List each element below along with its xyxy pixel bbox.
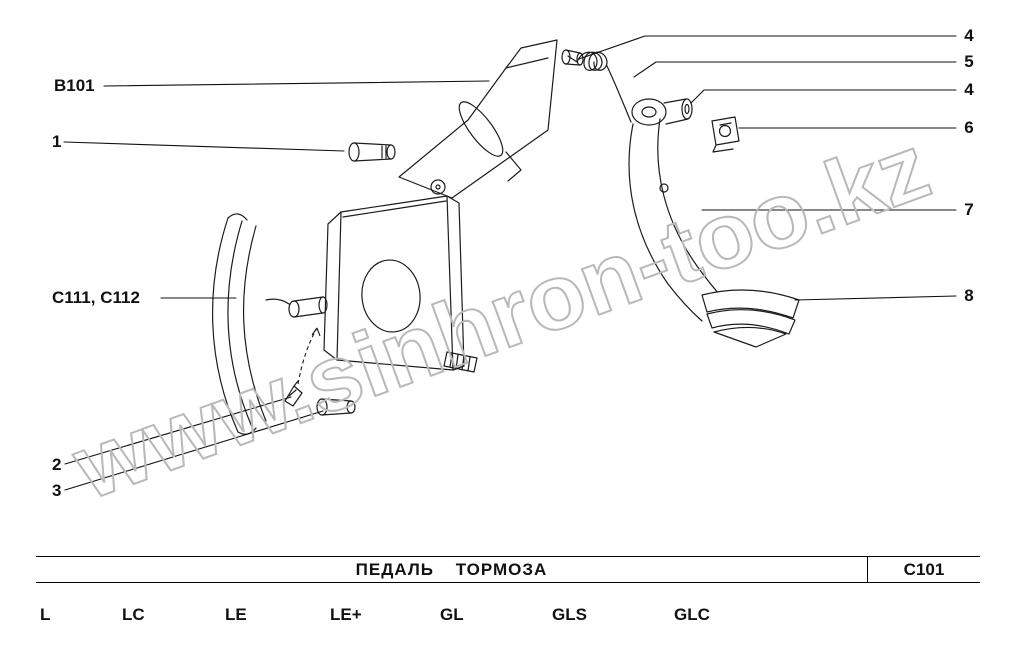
watermark: www.sinhron-too.kz bbox=[60, 115, 942, 519]
leader-lines bbox=[63, 35, 957, 491]
callout-label-c111-c112: C111, C112 bbox=[52, 288, 140, 307]
callout-label-6: 6 bbox=[964, 118, 974, 137]
callout-label-2: 2 bbox=[52, 455, 62, 474]
boot-c111-c112 bbox=[211, 213, 290, 435]
pin-3 bbox=[316, 398, 356, 416]
callout-label-1: 1 bbox=[52, 132, 62, 151]
clip-nut-6 bbox=[711, 116, 740, 153]
diagram-code: C101 bbox=[867, 557, 980, 582]
callout-label-3: 3 bbox=[52, 481, 62, 500]
pedal-pad-8 bbox=[701, 289, 800, 348]
trim-le-plus: LE+ bbox=[330, 605, 362, 624]
callout-label-b101: B101 bbox=[54, 76, 95, 95]
callout-label-4b: 4 bbox=[964, 80, 974, 99]
trim-glc: GLC bbox=[674, 605, 710, 624]
trim-gls: GLS bbox=[552, 605, 587, 624]
trim-l: L bbox=[40, 605, 51, 624]
callout-label-8: 8 bbox=[964, 286, 974, 305]
assembly-direction-dashed-line bbox=[297, 327, 321, 385]
callout-label-5: 5 bbox=[964, 52, 974, 71]
footer-title-bar: ПЕДАЛЬ ТОРМОЗА C101 bbox=[36, 556, 980, 583]
trim-lc: LC bbox=[122, 605, 145, 624]
callout-label-4a: 4 bbox=[964, 26, 974, 45]
diagram-title: ПЕДАЛЬ ТОРМОЗА bbox=[355, 559, 548, 579]
pedal-arm-7 bbox=[628, 98, 727, 322]
spring-clip-2 bbox=[284, 380, 303, 407]
trim-le: LE bbox=[225, 605, 247, 624]
callout-label-7: 7 bbox=[964, 200, 974, 219]
pivot-pin-4-top bbox=[561, 49, 584, 66]
trim-gl: GL bbox=[440, 605, 464, 624]
pivot-bolt-1 bbox=[348, 142, 396, 162]
pedal-bracket bbox=[288, 39, 558, 373]
